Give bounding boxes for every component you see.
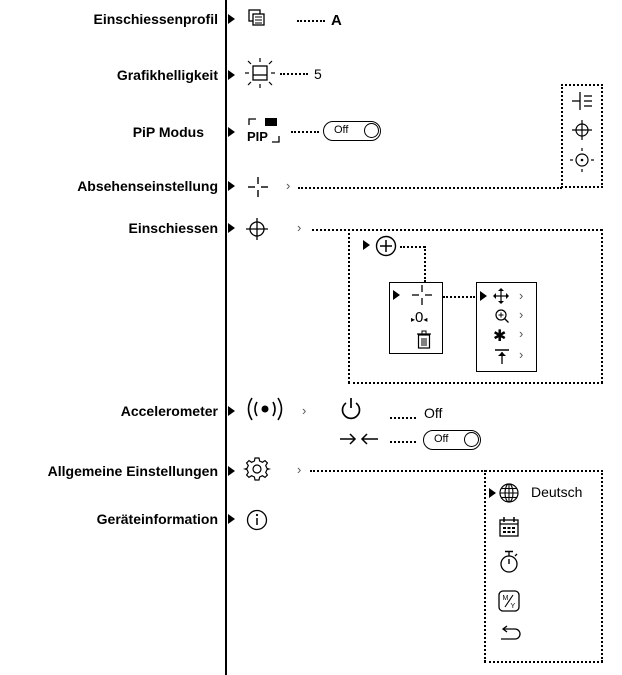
brightness-value: 5 (314, 66, 322, 82)
menu-label-geraeteinformation: Geräteinformation (96, 511, 218, 527)
menu-label-grafikhelligkeit: Grafikhelligkeit (116, 67, 218, 83)
pointer-arrow (363, 240, 370, 250)
connector (390, 441, 416, 443)
connector (298, 187, 562, 189)
info-icon[interactable] (246, 509, 268, 531)
freeze-icon[interactable]: ✱ (493, 328, 507, 345)
toggle-knob (364, 123, 379, 138)
reticle-icon[interactable] (412, 285, 432, 305)
connector (561, 84, 603, 86)
pointer-arrow (393, 290, 400, 300)
toggle-knob (464, 432, 479, 447)
connector (601, 84, 603, 188)
stopwatch-icon[interactable] (499, 550, 519, 574)
crosshair-icon[interactable] (245, 217, 269, 241)
globe-icon[interactable] (499, 483, 519, 503)
pointer-arrow (228, 181, 235, 191)
profile-value: A (331, 12, 342, 29)
connector (561, 186, 603, 188)
calendar-icon[interactable] (499, 517, 519, 537)
pip-icon[interactable] (248, 118, 280, 144)
menu-label-accelerometer: Accelerometer (120, 403, 218, 419)
chevron-right-icon: › (519, 326, 524, 341)
pip-toggle-label: Off (334, 124, 349, 136)
connector (348, 229, 350, 383)
connector (280, 73, 308, 75)
zero-value: 0 (415, 309, 424, 326)
pointer-arrow (480, 291, 487, 301)
reticle-type-icon[interactable] (570, 90, 594, 112)
accel-power-value: Off (424, 405, 443, 421)
connector (601, 470, 603, 662)
connector (312, 229, 602, 231)
calibrate-arrows-icon[interactable] (340, 432, 380, 446)
chevron-right-icon: › (519, 307, 524, 322)
move-icon[interactable] (493, 288, 509, 304)
pip-toggle[interactable]: Off (323, 121, 381, 141)
connector (310, 470, 603, 472)
svg-text:M: M (503, 595, 509, 602)
chevron-right-icon: › (302, 403, 307, 418)
menu-label-absehenseinstellung: Absehenseinstellung (77, 178, 218, 194)
zeroing-adjust-submenu: › › ✱ › › (476, 282, 537, 372)
pointer-arrow (228, 127, 235, 137)
connector (400, 246, 425, 248)
accelerometer-icon[interactable] (244, 396, 286, 422)
reticle-brightness-icon[interactable] (570, 148, 594, 172)
profile-icon[interactable] (248, 9, 266, 27)
power-icon[interactable] (340, 398, 362, 420)
language-value[interactable]: Deutsch (531, 484, 583, 500)
reticle-color-icon[interactable] (572, 120, 592, 140)
connector (291, 131, 319, 133)
pointer-arrow (228, 223, 235, 233)
connector (601, 229, 603, 383)
connector (443, 296, 475, 298)
gear-icon[interactable] (242, 457, 272, 481)
menu-divider (225, 0, 227, 675)
date-format-icon[interactable]: M Y (498, 590, 520, 612)
svg-text:Y: Y (511, 603, 516, 610)
accel-toggle[interactable]: Off (423, 430, 481, 450)
pip-icon-text: PIP (247, 129, 268, 144)
pointer-arrow (489, 488, 496, 498)
add-distance-icon[interactable] (375, 235, 397, 257)
connector (390, 417, 416, 419)
connector (297, 20, 325, 22)
chevron-right-icon: › (519, 288, 524, 303)
chevron-right-icon: › (286, 178, 291, 193)
trash-icon[interactable] (416, 330, 432, 349)
pointer-arrow (228, 14, 235, 24)
back-icon[interactable] (499, 625, 521, 644)
pointer-arrow (228, 514, 235, 524)
pointer-arrow (228, 70, 235, 80)
connector (484, 470, 486, 662)
menu-label-pip-modus: PiP Modus (132, 124, 204, 140)
menu-label-einschiessen: Einschiessen (128, 220, 219, 236)
brightness-icon[interactable] (245, 58, 275, 88)
connector (484, 661, 603, 663)
menu-label-einschiessenprofil: Einschiessenprofil (93, 11, 218, 27)
pointer-arrow (228, 466, 235, 476)
reticle-icon[interactable] (248, 177, 268, 197)
zoom-icon[interactable] (495, 309, 509, 323)
accel-toggle-label: Off (434, 433, 449, 445)
connector (424, 246, 426, 282)
pointer-arrow (228, 406, 235, 416)
chevron-right-icon: › (297, 462, 302, 477)
zero-value-row[interactable]: ▸0◂ (411, 309, 428, 326)
menu-label-allgemeine-einstellungen: Allgemeine Einstellungen (47, 463, 218, 479)
save-icon[interactable] (495, 349, 509, 365)
connector (561, 84, 563, 188)
chevron-right-icon: › (297, 220, 302, 235)
zeroing-submenu: ▸0◂ (389, 282, 443, 354)
chevron-right-icon: › (519, 347, 524, 362)
connector (348, 382, 603, 384)
